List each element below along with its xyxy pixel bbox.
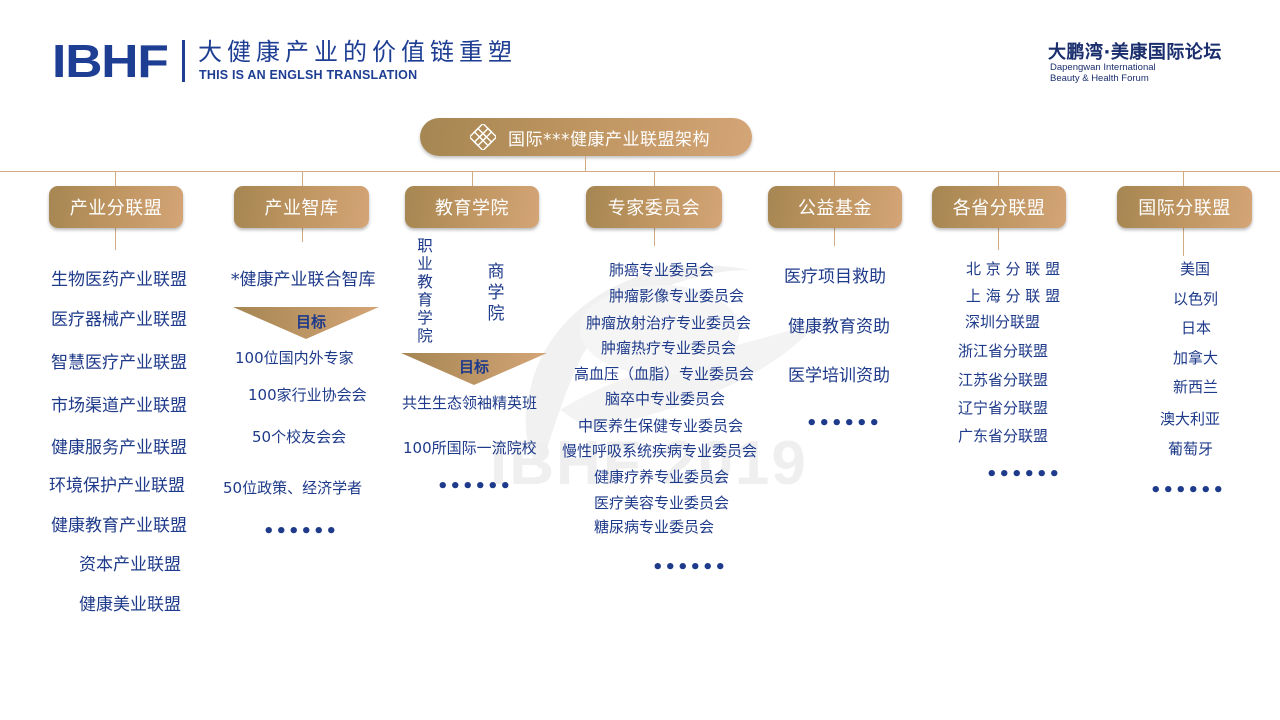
category-international-alliance[interactable]: 国际分联盟 — [1117, 186, 1252, 228]
vertical-char: 院 — [417, 327, 433, 345]
list-item: 100家行业协会会 — [248, 386, 367, 404]
list-item: 智慧医疗产业联盟 — [51, 353, 187, 373]
list-item: 健康美业联盟 — [79, 595, 181, 615]
watermark-text: IBHF 2019 — [490, 429, 808, 498]
list-item: 中医养生保健专业委员会 — [578, 417, 744, 435]
list-item: 50位政策、经济学者 — [223, 479, 363, 497]
vertical-char: 学 — [487, 283, 505, 303]
list-item: 美国 — [1180, 260, 1211, 278]
list-item: 健康教育资助 — [788, 317, 890, 337]
list-item: 葡萄牙 — [1168, 440, 1214, 458]
vertical-char: 业 — [417, 255, 433, 273]
page-title: 大健康产业的价值链重塑 — [198, 38, 517, 66]
knot-emblem-icon — [470, 124, 496, 150]
more-ellipsis: •••••• — [1150, 480, 1226, 501]
list-item: 50个校友会会 — [252, 428, 347, 446]
connector-below-5 — [834, 228, 835, 246]
ibhf-logo: IBHF — [52, 35, 169, 87]
list-item: 江苏省分联盟 — [958, 371, 1049, 389]
think-tank-heading: *健康产业联合智库 — [231, 270, 376, 290]
forum-name-en-line1: Dapengwan International — [1050, 62, 1156, 73]
connector-cat-1 — [115, 171, 116, 186]
list-item: 共生生态领袖精英班 — [402, 394, 538, 412]
list-item: 肿瘤热疗专业委员会 — [601, 339, 737, 357]
vertical-char: 职 — [417, 237, 433, 255]
list-item: 100所国际一流院校 — [403, 439, 537, 457]
list-item: 医疗器械产业联盟 — [51, 310, 187, 330]
business-school-vertical: 商 学 院 — [487, 262, 505, 325]
forum-name-en: Dapengwan International Beauty & Health … — [1050, 62, 1156, 84]
goal-label: 目标 — [458, 358, 489, 376]
category-industry-alliance[interactable]: 产业分联盟 — [49, 186, 183, 228]
connector-below-2 — [302, 228, 303, 242]
category-education-college[interactable]: 教育学院 — [405, 186, 539, 228]
vertical-char: 院 — [487, 304, 505, 324]
more-ellipsis: •••••• — [263, 521, 339, 542]
connector-below-4 — [654, 228, 655, 246]
goal-arrow-icon — [401, 353, 547, 385]
list-item: 新西兰 — [1173, 378, 1219, 396]
connector-cat-3 — [472, 171, 473, 186]
vertical-char: 育 — [417, 291, 433, 309]
category-expert-committee[interactable]: 专家委员会 — [586, 186, 722, 228]
list-item: 生物医药产业联盟 — [51, 270, 187, 290]
list-item: 深圳分联盟 — [965, 313, 1041, 331]
list-item: 健康服务产业联盟 — [51, 438, 187, 458]
vertical-char: 商 — [487, 262, 505, 282]
list-item: 澳大利亚 — [1160, 410, 1221, 428]
list-item: 北 京 分 联 盟 — [966, 260, 1061, 278]
list-item: 医疗项目救助 — [784, 267, 886, 287]
list-item: 医疗美容专业委员会 — [594, 494, 730, 512]
root-node[interactable]: 国际***健康产业联盟架构 — [420, 118, 752, 156]
connector-below-1 — [115, 228, 116, 250]
category-public-fund[interactable]: 公益基金 — [768, 186, 902, 228]
list-item: 广东省分联盟 — [958, 427, 1049, 445]
vertical-char: 教 — [417, 273, 433, 291]
forum-name-cn: 大鹏湾·美康国际论坛 — [1048, 42, 1222, 63]
list-item: 肺癌专业委员会 — [609, 261, 715, 279]
list-item: 肿瘤放射治疗专业委员会 — [586, 314, 752, 332]
connector-horizontal — [0, 171, 1280, 172]
connector-cat-6 — [998, 171, 999, 186]
list-item: 市场渠道产业联盟 — [51, 396, 187, 416]
list-item: 肿瘤影像专业委员会 — [609, 287, 745, 305]
list-item: 健康疗养专业委员会 — [594, 468, 730, 486]
connector-below-7 — [1183, 228, 1184, 256]
vocational-college-vertical: 职 业 教 育 学 院 — [416, 237, 434, 345]
category-provincial-alliance[interactable]: 各省分联盟 — [932, 186, 1066, 228]
list-item: 日本 — [1181, 319, 1212, 337]
list-item: 慢性呼吸系统疾病专业委员会 — [562, 442, 758, 460]
header-divider — [182, 40, 185, 82]
list-item: 100位国内外专家 — [235, 349, 354, 367]
connector-cat-7 — [1183, 171, 1184, 186]
list-item: 脑卒中专业委员会 — [605, 390, 726, 408]
goal-arrow-icon — [233, 307, 379, 339]
category-think-tank[interactable]: 产业智库 — [234, 186, 369, 228]
list-item: 以色列 — [1173, 290, 1219, 308]
more-ellipsis: •••••• — [437, 476, 513, 497]
list-item: 辽宁省分联盟 — [958, 399, 1049, 417]
list-item: 环境保护产业联盟 — [49, 476, 185, 496]
connector-below-6 — [998, 228, 999, 250]
page-subtitle: THIS IS AN ENGLSH TRANSLATION — [199, 68, 418, 82]
connector-root-down — [585, 156, 586, 171]
more-ellipsis: •••••• — [986, 464, 1062, 485]
list-item: 资本产业联盟 — [79, 555, 181, 575]
list-item: 加拿大 — [1173, 349, 1219, 367]
more-ellipsis: •••••• — [806, 413, 882, 434]
goal-label: 目标 — [295, 313, 326, 331]
more-ellipsis: •••••• — [652, 557, 728, 578]
connector-cat-2 — [302, 171, 303, 186]
list-item: 糖尿病专业委员会 — [594, 518, 715, 536]
connector-cat-4 — [654, 171, 655, 186]
connector-cat-5 — [834, 171, 835, 186]
forum-name-en-line2: Beauty & Health Forum — [1050, 73, 1149, 84]
list-item: 健康教育产业联盟 — [51, 516, 187, 536]
list-item: 高血压（血脂）专业委员会 — [574, 365, 755, 383]
list-item: 浙江省分联盟 — [958, 342, 1049, 360]
list-item: 医学培训资助 — [788, 366, 890, 386]
list-item: 上 海 分 联 盟 — [966, 287, 1061, 305]
root-label: 国际***健康产业联盟架构 — [508, 129, 710, 150]
vertical-char: 学 — [417, 309, 433, 327]
